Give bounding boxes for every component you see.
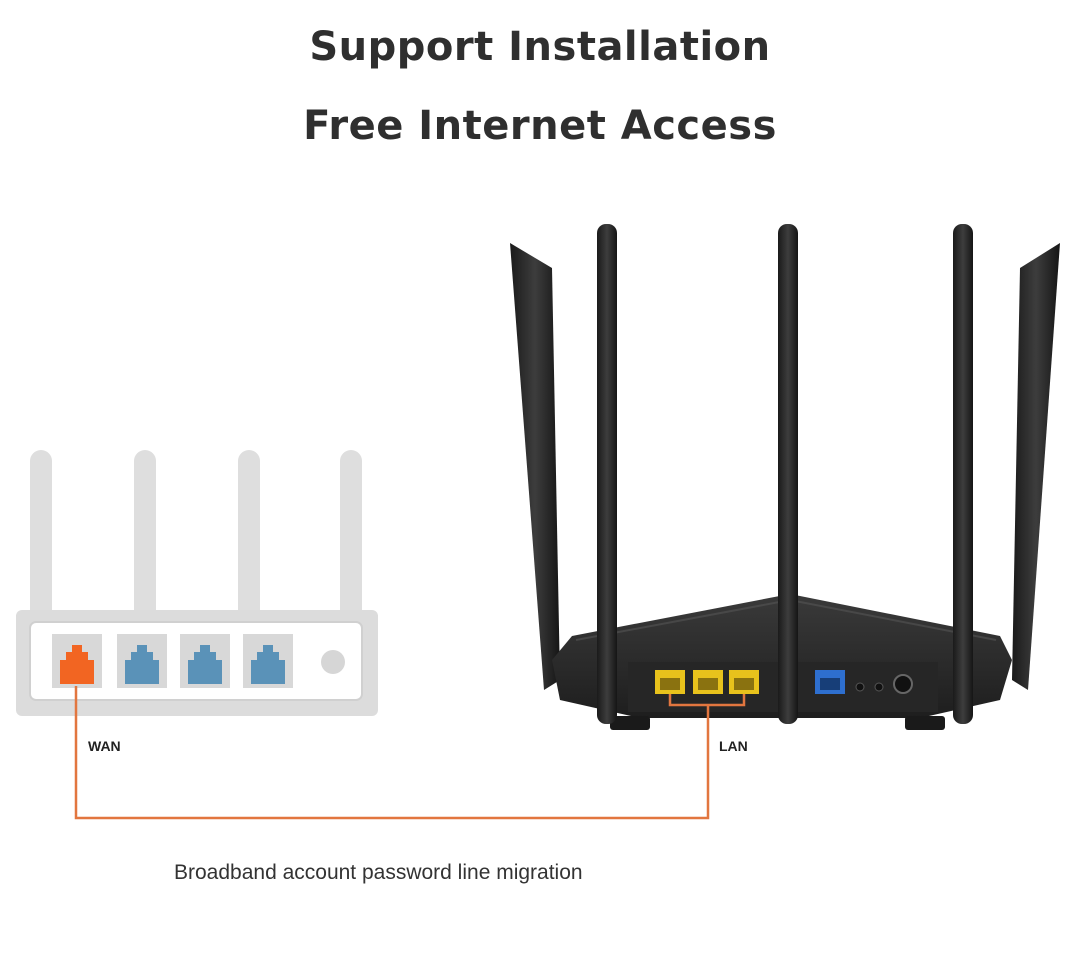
new-router-wan-port [815,670,845,694]
new-router [510,224,1060,730]
wan-label: WAN [88,738,121,754]
new-router-led-hole [874,682,884,692]
new-router-power-jack [893,674,913,694]
old-router-antenna-1 [30,450,52,625]
old-router-wan-port [52,634,102,688]
new-router-lan-port-2 [693,670,723,694]
new-router-reset-hole [855,682,865,692]
new-router-antenna-4 [953,224,973,724]
old-router-antenna-3 [238,450,260,625]
old-router-power-button [321,650,345,674]
old-router-lan-port-1 [117,634,167,688]
headline-line-2: Free Internet Access [303,103,777,149]
diagram-caption: Broadband account password line migratio… [174,861,583,884]
lan-label: LAN [719,738,748,754]
old-router-antenna-4 [340,450,362,625]
old-router-lan-port-2 [180,634,230,688]
headline-line-1: Support Installation [309,24,771,70]
old-router-antenna-2 [134,450,156,625]
migration-cable [74,686,746,820]
new-router-lan-port-3 [729,670,759,694]
new-router-antenna-2 [597,224,617,724]
new-router-antenna-1 [510,243,560,690]
old-router [16,450,378,716]
new-router-antenna-3 [778,224,798,724]
new-router-lan-port-1 [655,670,685,694]
old-router-lan-port-3 [243,634,293,688]
new-router-antenna-5 [1012,243,1060,690]
